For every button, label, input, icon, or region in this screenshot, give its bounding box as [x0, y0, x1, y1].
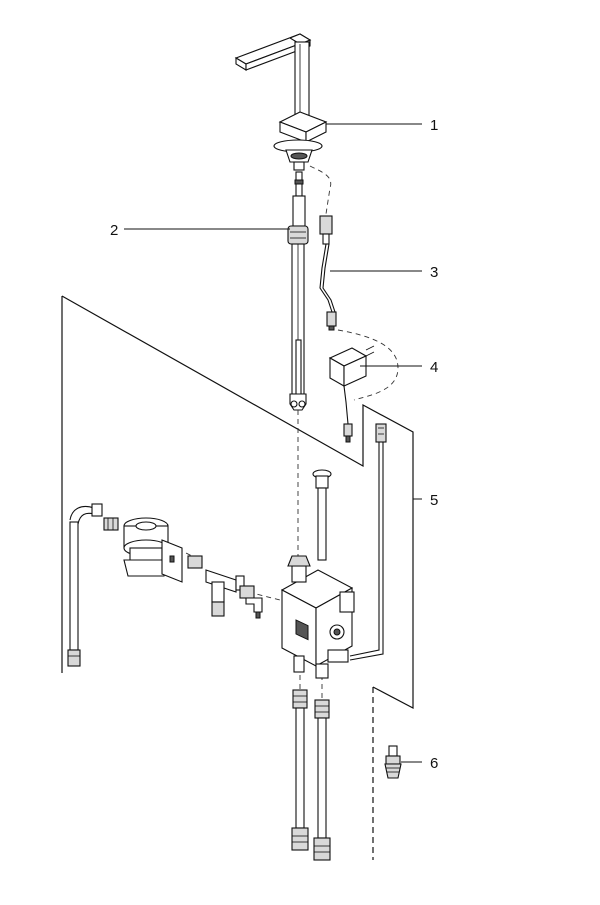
supply-hoses [291, 689, 331, 861]
callout-1: 1 [430, 117, 438, 134]
callout-3: 3 [430, 264, 438, 281]
callout-6: 6 [430, 755, 438, 772]
spare-fitting [384, 745, 402, 779]
riser-pipe [312, 469, 332, 561]
electronics-lead [349, 423, 387, 661]
callout-labels: 1 2 3 4 5 6 [110, 117, 438, 772]
callout-5: 5 [430, 492, 438, 509]
installation-frame [61, 295, 414, 860]
cartridge-rod [287, 171, 309, 411]
filter-assembly [67, 503, 263, 667]
leader-lines [124, 123, 422, 763]
mixing-valve-body [280, 555, 355, 679]
callout-4: 4 [430, 359, 438, 376]
faucet-spout [234, 33, 328, 171]
callout-2: 2 [110, 222, 118, 239]
sensor-cable [309, 165, 337, 331]
power-adapter [328, 329, 399, 443]
